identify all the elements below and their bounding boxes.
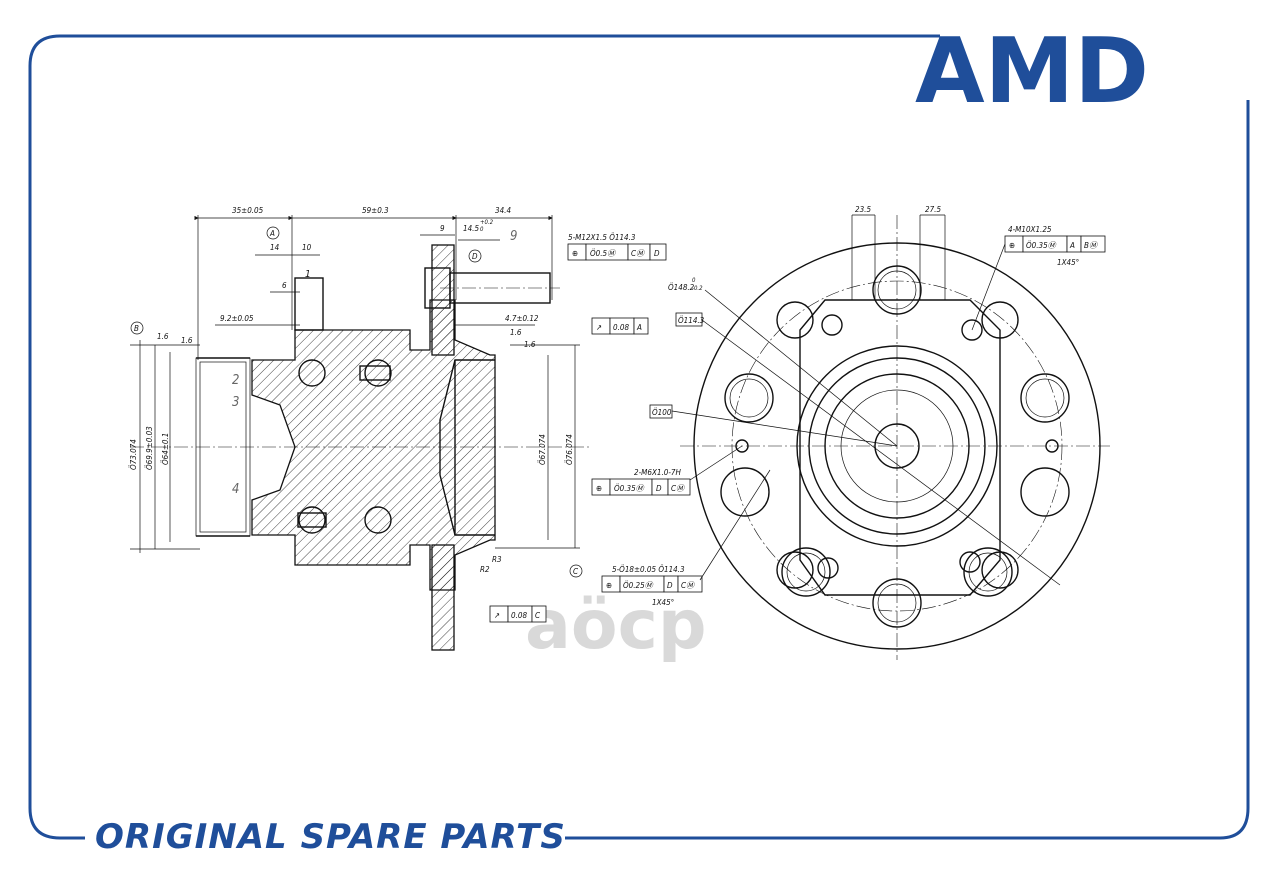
- pcd-box: Ö114.3: [675, 312, 705, 327]
- callout-m10-chamfer: 1X45°: [1057, 258, 1079, 267]
- callout-studs: 5-M12X1.5 Ö114.3: [568, 232, 636, 242]
- dia-76: Ö76.074: [564, 434, 574, 465]
- svg-text:↗: ↗: [494, 611, 500, 620]
- fcf-m6: ⊕ Ö0.35Ⓜ D CⓂ: [591, 478, 691, 496]
- callout-dia-148-tol-lower: -0.2: [692, 285, 703, 292]
- dia-73: Ö73.074: [128, 439, 138, 470]
- svg-text:C: C: [535, 611, 540, 620]
- roughness-3: 1.6: [510, 328, 522, 337]
- svg-text:A: A: [636, 323, 642, 332]
- m10-holes: [817, 314, 983, 579]
- svg-text:C: C: [573, 567, 578, 576]
- dim-34-4: 34.4: [495, 206, 511, 215]
- radius-r2: R2: [480, 565, 490, 574]
- dim-23-5: 23.5: [855, 205, 871, 214]
- callout-m10: 4-M10X1.25: [1008, 225, 1052, 234]
- callouts: 5-M12X1.5 Ö114.3 ⊕ Ö0.5Ⓜ CⓂ D ↗ 0.08 A ↗…: [489, 225, 1106, 623]
- datum-c: C: [569, 564, 583, 578]
- svg-text:Ö114.3: Ö114.3: [678, 315, 705, 325]
- svg-text:D: D: [472, 252, 478, 261]
- svg-text:A: A: [1069, 241, 1075, 250]
- fcf-holes: ⊕ Ö0.25Ⓜ D CⓂ: [601, 575, 703, 593]
- dim-4-7: 4.7±0.12: [505, 314, 539, 323]
- svg-text:Ö0.35Ⓜ: Ö0.35Ⓜ: [614, 483, 646, 493]
- dim-14: 14: [270, 243, 280, 252]
- svg-text:0.08: 0.08: [613, 323, 629, 332]
- svg-text:CⓂ: CⓂ: [631, 249, 646, 258]
- fcf-studs: ⊕ Ö0.5Ⓜ CⓂ D: [567, 243, 667, 261]
- center-bore: [874, 423, 920, 469]
- m6-holes: [735, 439, 1059, 453]
- dim-9-2: 9.2±0.05: [220, 314, 254, 323]
- svg-text:A: A: [269, 229, 275, 238]
- svg-text:⊕: ⊕: [596, 484, 602, 493]
- dim-9: 9: [440, 224, 445, 233]
- roughness-4: 1.6: [524, 340, 536, 349]
- svg-text:⊕: ⊕: [1009, 241, 1015, 250]
- svg-text:CⓂ: CⓂ: [671, 484, 686, 493]
- svg-text:↗: ↗: [596, 323, 602, 332]
- callout-m6: 2-M6X1.0-7H: [634, 468, 682, 477]
- dim-14-5-tol-lower: 0: [480, 226, 484, 233]
- tagline: ORIGINAL SPARE PARTS: [95, 817, 566, 857]
- dia-67: Ö67.074: [537, 434, 547, 465]
- callout-holes-chamfer: 1X45°: [652, 598, 674, 607]
- fcf-runout-a: ↗ 0.08 A: [591, 317, 649, 335]
- side-section-view: [130, 244, 590, 651]
- amd-logo: AMD: [915, 19, 1149, 124]
- logo-text: AMD: [915, 19, 1149, 124]
- dim-59: 59±0.3: [362, 206, 389, 215]
- svg-text:Ö0.25Ⓜ: Ö0.25Ⓜ: [623, 580, 655, 590]
- knuckle-outline: [799, 299, 1001, 596]
- dim-27-5: 27.5: [925, 205, 941, 214]
- side-dimension-lines: [194, 215, 580, 549]
- part-number-4: 4: [232, 482, 239, 497]
- svg-text:0.08: 0.08: [511, 611, 527, 620]
- dim-35: 35±0.05: [232, 206, 264, 215]
- dia-64: Ö64±0.1: [160, 433, 170, 465]
- fcf-runout-c: ↗ 0.08 C: [489, 605, 547, 623]
- hub-body-section: [251, 299, 496, 591]
- roughness-1: 1.6: [157, 332, 169, 341]
- datum-d: D: [468, 249, 482, 263]
- svg-text:B: B: [134, 324, 139, 333]
- dia-69-9: Ö69.9±0.03: [144, 426, 154, 470]
- bolt-circle: [731, 280, 1063, 612]
- svg-text:Ö0.5Ⓜ: Ö0.5Ⓜ: [590, 248, 617, 258]
- svg-text:D: D: [654, 249, 660, 258]
- part-number-9: 9: [510, 229, 517, 244]
- page-frame: [28, 34, 1250, 840]
- side-dimension-texts: 35±0.05 59±0.3 34.4 9 14.5 +0.2 0 14 10 …: [128, 206, 583, 578]
- part-number-3: 3: [232, 395, 239, 410]
- svg-text:D: D: [667, 581, 673, 590]
- roughness-2: 1.6: [181, 336, 193, 345]
- svg-text:⊕: ⊕: [606, 581, 612, 590]
- hub-ring-outer: [796, 345, 998, 547]
- dim-10: 10: [302, 243, 312, 252]
- part-number-2: 2: [232, 373, 239, 388]
- flange-outer-circle: [693, 242, 1101, 650]
- fcf-m10: ⊕ Ö0.35Ⓜ A BⓂ: [1004, 235, 1106, 253]
- dia-100-box: Ö100: [649, 404, 673, 419]
- svg-text:Ö100: Ö100: [652, 407, 672, 417]
- wheel-stud-holes: [720, 265, 1070, 628]
- svg-text:BⓂ: BⓂ: [1084, 241, 1099, 250]
- watermark: aöcp: [525, 586, 707, 665]
- dim-14-5-tol-upper: +0.2: [480, 219, 494, 226]
- radius-r3: R3: [492, 555, 502, 564]
- svg-text:⊕: ⊕: [572, 249, 578, 258]
- callout-dia-148: Ö148.2: [668, 282, 695, 292]
- svg-text:CⓂ: CⓂ: [681, 581, 696, 590]
- svg-text:Ö0.35Ⓜ: Ö0.35Ⓜ: [1026, 240, 1058, 250]
- dim-6: 6: [282, 281, 287, 290]
- front-view: 23.5 27.5: [671, 205, 1110, 660]
- callout-holes: 5-Ö18±0.05 Ö114.3: [612, 564, 685, 574]
- callout-dia-148-tol-upper: 0: [692, 277, 696, 284]
- svg-text:D: D: [656, 484, 662, 493]
- datum-b: B: [130, 321, 144, 335]
- dim-14-5: 14.5: [463, 224, 479, 233]
- part-number-1: 1: [305, 269, 311, 280]
- datum-a: A: [266, 226, 280, 240]
